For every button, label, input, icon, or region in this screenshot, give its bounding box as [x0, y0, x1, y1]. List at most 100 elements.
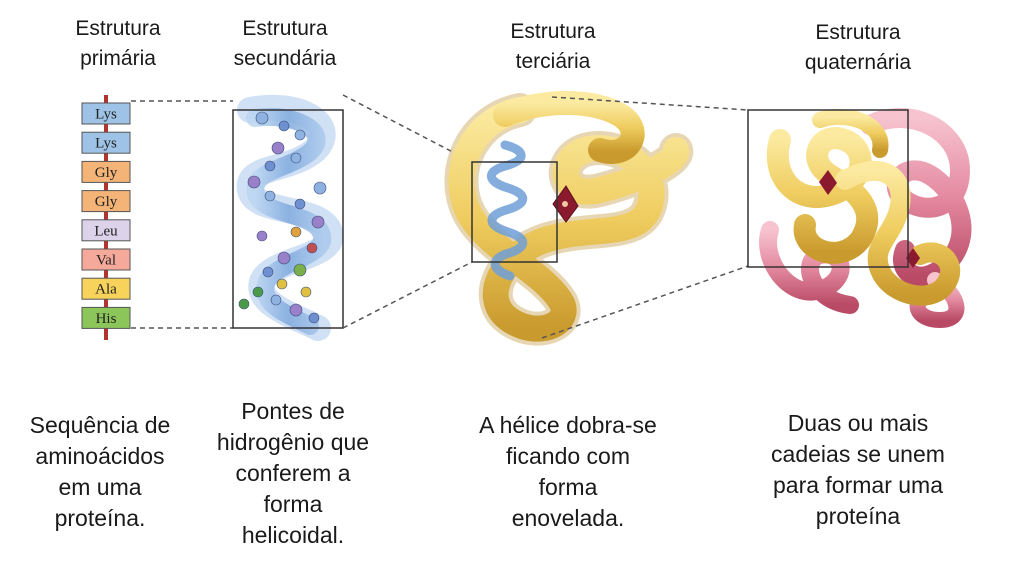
- amino-acid-box: [81, 131, 131, 154]
- caption-primary-line1: Sequência de: [29, 412, 171, 438]
- caption-tertiary-line2: ficando com: [505, 443, 630, 469]
- heading-quaternary: Estrutura quaternária: [790, 18, 926, 78]
- caption-secondary-line3: conferem a: [235, 460, 351, 486]
- heading-tertiary-line1: Estrutura: [510, 20, 596, 43]
- heading-secondary-line1: Estrutura: [242, 17, 328, 40]
- amino-acid-box: [81, 306, 131, 329]
- helix-atom: [276, 278, 288, 290]
- helix-atom: [290, 226, 302, 238]
- amino-acid-gly: Gly: [81, 160, 131, 183]
- amino-acid-val: Val: [81, 248, 131, 271]
- helix-atom: [308, 312, 320, 324]
- caption-tertiary-line4: enovelada.: [511, 505, 625, 531]
- helix-atom: [264, 160, 276, 172]
- heading-quaternary-line2: quaternária: [804, 51, 912, 74]
- helix-frame: [232, 109, 344, 329]
- helix-atom: [294, 129, 306, 141]
- caption-primary-line3: em uma: [58, 474, 142, 500]
- caption-quaternary: Duas ou mais cadeias se unem para formar…: [748, 408, 968, 532]
- helix-atom: [290, 152, 302, 164]
- helix-atom: [271, 141, 285, 155]
- quaternary-chain-gold: [766, 127, 879, 264]
- helix-atom: [289, 303, 303, 317]
- helix-ribbon-front: [246, 107, 331, 335]
- amino-acid-label: Lys: [95, 136, 117, 152]
- tertiary-helix: [487, 140, 528, 281]
- helix-atom: [306, 242, 318, 254]
- amino-acid-box: [81, 190, 131, 213]
- caption-secondary-line4: forma: [263, 491, 323, 517]
- caption-quaternary-line4: proteína: [815, 503, 901, 529]
- amino-acid-his: His: [81, 306, 131, 329]
- heading-quaternary-line1: Estrutura: [815, 21, 901, 44]
- caption-secondary: Pontes de hidrogênio que conferem a form…: [198, 396, 388, 551]
- quaternary-chain-gold: [835, 160, 961, 306]
- caption-tertiary: A hélice dobra-se ficando com forma enov…: [452, 410, 684, 534]
- heme-group-icon: [819, 170, 837, 195]
- amino-acid-ala: Ala: [81, 277, 131, 300]
- tertiary-tube: [448, 97, 690, 342]
- caption-secondary-line1: Pontes de: [241, 398, 345, 424]
- helix-atom: [264, 190, 276, 202]
- connector-dash: [541, 265, 749, 339]
- caption-quaternary-line3: para formar uma: [772, 472, 943, 498]
- amino-acid-label: Gly: [95, 165, 118, 181]
- helix-atom: [255, 111, 269, 125]
- amino-acid-lys: Lys: [81, 131, 131, 154]
- amino-acid-box: [81, 277, 131, 300]
- amino-acid-label: Ala: [95, 282, 117, 298]
- amino-acid-gly: Gly: [81, 190, 131, 213]
- caption-secondary-line2: hidrogênio que: [216, 429, 370, 455]
- heading-tertiary-line2: terciária: [515, 50, 591, 73]
- heading-secondary: Estrutura secundária: [222, 14, 348, 74]
- caption-quaternary-line2: cadeias se unem: [771, 441, 945, 467]
- helix-atom: [278, 120, 290, 132]
- amino-acid-leu: Leu: [81, 219, 131, 242]
- heme-group-icon: [906, 248, 920, 268]
- alpha-helix-illustration: [232, 94, 344, 341]
- connector-dash: [342, 94, 473, 163]
- quaternary-frame: [747, 109, 909, 268]
- heading-primary-line2: primária: [80, 47, 156, 70]
- amino-acid-box: [81, 219, 131, 242]
- amino-acid-box: [81, 160, 131, 183]
- caption-primary: Sequência de aminoácidos em uma proteína…: [10, 410, 190, 534]
- helix-atoms: [238, 111, 327, 324]
- quaternary-illustration: [747, 107, 972, 329]
- amino-acid-label: His: [96, 311, 117, 327]
- amino-acid-box: [81, 102, 131, 125]
- heading-primary-line1: Estrutura: [75, 17, 161, 40]
- caption-tertiary-line1: A hélice dobra-se: [479, 412, 657, 438]
- caption-primary-line2: aminoácidos: [35, 443, 165, 469]
- caption-tertiary-line3: forma: [538, 474, 598, 500]
- caption-quaternary-line1: Duas ou mais: [787, 410, 929, 436]
- caption-secondary-line5: helicoidal.: [241, 522, 345, 548]
- helix-atom: [252, 286, 264, 298]
- helix-atom: [270, 294, 282, 306]
- amino-acid-lys: Lys: [81, 102, 131, 125]
- helix-atom: [294, 198, 306, 210]
- connector-dash: [551, 96, 749, 111]
- helix-atom: [277, 251, 291, 265]
- connector-dash: [342, 261, 473, 329]
- heme-iron-dot: [562, 201, 568, 207]
- amino-acid-label: Lys: [95, 107, 117, 123]
- tertiary-frame: [471, 161, 558, 263]
- tertiary-tube-top: [493, 91, 645, 164]
- amino-acid-label: Leu: [94, 223, 118, 239]
- caption-primary-line4: proteína.: [54, 505, 146, 531]
- helix-atom: [313, 181, 327, 195]
- amino-acid-label: Val: [96, 253, 116, 269]
- helix-atom: [300, 286, 312, 298]
- quaternary-chain-gold: [812, 108, 889, 158]
- helix-atom: [293, 263, 307, 277]
- tertiary-fold-illustration: [444, 91, 694, 346]
- helix-atom: [311, 215, 325, 229]
- helix-atom: [238, 298, 250, 310]
- amino-acid-box: [81, 248, 131, 271]
- heading-tertiary: Estrutura terciária: [494, 17, 612, 77]
- heading-primary: Estrutura primária: [60, 14, 176, 74]
